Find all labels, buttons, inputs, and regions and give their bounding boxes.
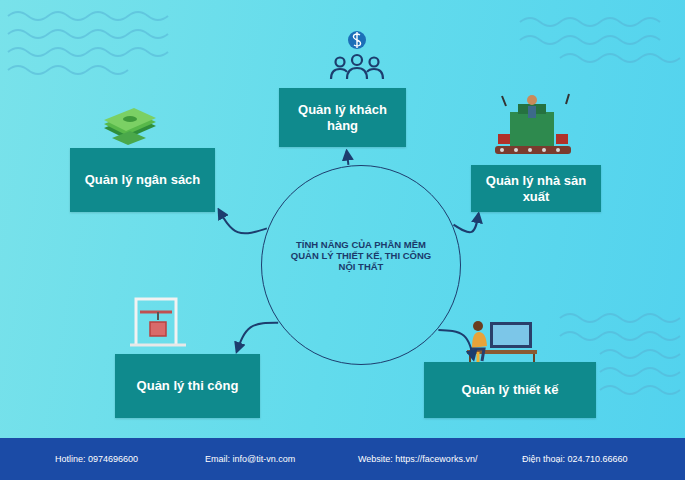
money-icon (104, 108, 156, 145)
feature-arrow (219, 210, 267, 234)
feature-label: Quản lý thi công (137, 378, 239, 394)
contact-text: Hotline: 0974696600 (55, 454, 205, 464)
feature-box: Quản lý khách hàng (279, 88, 406, 147)
feature-arrow (438, 330, 473, 360)
factory-icon (495, 94, 571, 154)
footer-band: Hotline: 0974696600Email: info@tit-vn.co… (0, 438, 685, 480)
feature-label: Quản lý nhà sản xuất (479, 173, 593, 205)
contact-text: Email: info@tit-vn.com (205, 454, 358, 464)
printer-icon (130, 299, 186, 345)
feature-arrow (454, 214, 479, 233)
center-title: TÍNH NĂNG CỦA PHẦN MỀM QUẢN LÝ THIẾT KẾ,… (286, 239, 436, 272)
feature-box: Quản lý ngân sách (70, 148, 215, 212)
feature-box: Quản lý nhà sản xuất (471, 165, 601, 212)
feature-label: Quản lý thiết kế (462, 382, 559, 398)
customers-icon (331, 31, 383, 79)
feature-arrow (347, 151, 349, 165)
feature-box: Quản lý thiết kế (424, 362, 596, 418)
wave-lines (8, 12, 680, 394)
designer-icon (467, 321, 537, 366)
feature-arrow (237, 323, 278, 352)
center-circle: TÍNH NĂNG CỦA PHẦN MỀM QUẢN LÝ THIẾT KẾ,… (261, 165, 461, 365)
contact-text: Điện thoại: 024.710.66660 (522, 454, 672, 464)
feature-label: Quản lý ngân sách (85, 172, 201, 188)
contact-text: Website: https://faceworks.vn/ (358, 454, 522, 464)
feature-box: Quản lý thi công (115, 354, 260, 418)
feature-label: Quản lý khách hàng (287, 102, 398, 134)
